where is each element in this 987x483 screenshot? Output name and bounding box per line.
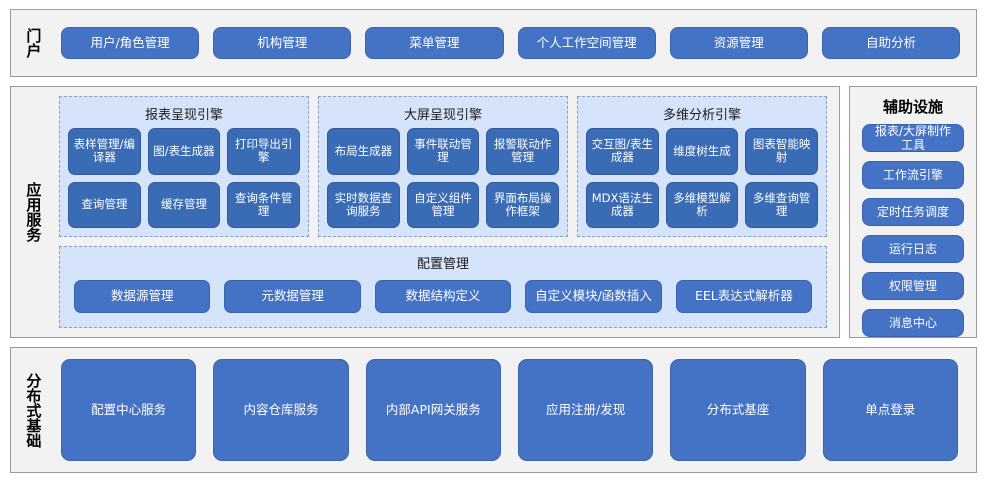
configuration-management-item-list: 数据源管理 元数据管理 数据结构定义 自定义模块/函数插入 EEL表达式解析器 — [70, 276, 816, 319]
config-item-eel-expression-parser[interactable]: EEL表达式解析器 — [675, 280, 813, 313]
engine-large-screen-rendering-title: 大屏呈现引擎 — [403, 108, 482, 123]
cell-multidimensional-model-parsing[interactable]: 多维模型解析 — [665, 181, 739, 228]
cell-ui-layout-operation-framework[interactable]: 界面布局操作框架 — [486, 181, 559, 228]
configuration-management-title: 配置管理 — [416, 257, 469, 272]
engine-large-screen-rendering: 大屏呈现引擎 布局生成器 事件联动管理 报警联动作管理 实时数据查询服务 自定义… — [318, 96, 568, 237]
application-services-content: 报表呈现引擎 表样管理/编译器 图/表生成器 打印导出引擎 查询管理 缓存管理 … — [55, 87, 839, 337]
cell-mdx-syntax-generator[interactable]: MDX语法生成器 — [586, 181, 659, 228]
config-item-datasource-management[interactable]: 数据源管理 — [74, 280, 211, 313]
application-services-section: 应用服务 报表呈现引擎 表样管理/编译器 图/表生成器 打印导出引擎 查询管理 … — [10, 86, 840, 338]
portal-item-user-role-management[interactable]: 用户/角色管理 — [61, 27, 200, 59]
engine-report-rendering-title: 报表呈现引擎 — [144, 108, 223, 123]
portal-item-menu-management[interactable]: 菜单管理 — [365, 27, 504, 59]
aux-item-scheduled-task-scheduling[interactable]: 定时任务调度 — [862, 198, 964, 226]
distributed-foundation-item-list: 配置中心服务 内容仓库服务 内部API网关服务 应用注册/发现 分布式基座 单点… — [55, 348, 976, 472]
engine-large-screen-rendering-grid: 布局生成器 事件联动管理 报警联动作管理 实时数据查询服务 自定义组件管理 界面… — [327, 128, 559, 228]
portal-item-personal-workspace-management[interactable]: 个人工作空间管理 — [517, 27, 656, 59]
base-item-internal-api-gateway-service[interactable]: 内部API网关服务 — [365, 359, 501, 461]
cell-chart-smart-mapping[interactable]: 图表智能映射 — [745, 128, 818, 175]
aux-item-message-center[interactable]: 消息中心 — [862, 309, 964, 337]
configuration-management-group: 配置管理 数据源管理 元数据管理 数据结构定义 自定义模块/函数插入 EEL表达… — [59, 246, 827, 328]
cell-query-management[interactable]: 查询管理 — [68, 181, 141, 228]
cell-event-linkage-management[interactable]: 事件联动管理 — [406, 128, 480, 175]
engines-row: 报表呈现引擎 表样管理/编译器 图/表生成器 打印导出引擎 查询管理 缓存管理 … — [59, 96, 827, 237]
distributed-foundation-section-label: 分布式基础 — [24, 372, 43, 448]
cell-query-condition-management[interactable]: 查询条件管理 — [227, 181, 300, 228]
portal-section: 门户 用户/角色管理 机构管理 菜单管理 个人工作空间管理 资源管理 自助分析 — [10, 9, 977, 77]
auxiliary-facilities-title: 辅助设施 — [882, 98, 943, 116]
engine-report-rendering: 报表呈现引擎 表样管理/编译器 图/表生成器 打印导出引擎 查询管理 缓存管理 … — [59, 96, 309, 237]
aux-item-report-screen-authoring-tool[interactable]: 报表/大屏制作工具 — [862, 124, 964, 152]
cell-interactive-chart-table-generator[interactable]: 交互图/表生成器 — [586, 128, 659, 175]
middle-region: 应用服务 报表呈现引擎 表样管理/编译器 图/表生成器 打印导出引擎 查询管理 … — [10, 86, 977, 338]
cell-cache-management[interactable]: 缓存管理 — [147, 181, 221, 228]
portal-item-list: 用户/角色管理 机构管理 菜单管理 个人工作空间管理 资源管理 自助分析 — [55, 10, 976, 76]
application-services-section-label: 应用服务 — [24, 182, 43, 242]
engine-multidimensional-analysis-grid: 交互图/表生成器 维度树生成 图表智能映射 MDX语法生成器 多维模型解析 多维… — [586, 128, 818, 228]
cell-dimension-tree-generation[interactable]: 维度树生成 — [665, 128, 739, 175]
config-item-metadata-management[interactable]: 元数据管理 — [224, 280, 361, 313]
cell-realtime-data-query-service[interactable]: 实时数据查询服务 — [327, 181, 400, 228]
portal-item-self-service-analysis[interactable]: 自助分析 — [821, 27, 961, 59]
config-item-custom-module-function-insert[interactable]: 自定义模块/函数插入 — [525, 280, 662, 313]
aux-item-runtime-log[interactable]: 运行日志 — [862, 235, 964, 263]
cell-template-management-compiler[interactable]: 表样管理/编译器 — [68, 128, 141, 175]
base-item-distributed-base[interactable]: 分布式基座 — [670, 359, 806, 461]
auxiliary-facilities-section: 辅助设施 报表/大屏制作工具 工作流引擎 定时任务调度 运行日志 权限管理 消息… — [849, 86, 977, 338]
engine-multidimensional-analysis-title: 多维分析引擎 — [662, 108, 741, 123]
portal-item-resource-management[interactable]: 资源管理 — [669, 27, 808, 59]
engine-report-rendering-grid: 表样管理/编译器 图/表生成器 打印导出引擎 查询管理 缓存管理 查询条件管理 — [68, 128, 300, 228]
base-item-single-sign-on[interactable]: 单点登录 — [822, 359, 958, 461]
distributed-foundation-section: 分布式基础 配置中心服务 内容仓库服务 内部API网关服务 应用注册/发现 分布… — [10, 347, 977, 473]
cell-layout-generator[interactable]: 布局生成器 — [327, 128, 400, 175]
portal-section-label: 门户 — [24, 28, 43, 58]
cell-alarm-linkage-action-management[interactable]: 报警联动作管理 — [486, 128, 559, 175]
portal-item-org-management[interactable]: 机构管理 — [213, 27, 352, 59]
cell-chart-table-generator[interactable]: 图/表生成器 — [147, 128, 221, 175]
base-item-app-registration-discovery[interactable]: 应用注册/发现 — [517, 359, 654, 461]
aux-item-workflow-engine[interactable]: 工作流引擎 — [862, 161, 964, 189]
cell-custom-component-management[interactable]: 自定义组件管理 — [406, 181, 480, 228]
engine-multidimensional-analysis: 多维分析引擎 交互图/表生成器 维度树生成 图表智能映射 MDX语法生成器 多维… — [577, 96, 827, 237]
cell-multidimensional-query-management[interactable]: 多维查询管理 — [745, 181, 818, 228]
auxiliary-facilities-item-list: 报表/大屏制作工具 工作流引擎 定时任务调度 运行日志 权限管理 消息中心 — [862, 124, 964, 337]
base-item-content-repository-service[interactable]: 内容仓库服务 — [213, 359, 349, 461]
cell-print-export-engine[interactable]: 打印导出引擎 — [227, 128, 300, 175]
config-item-data-structure-definition[interactable]: 数据结构定义 — [374, 280, 512, 313]
aux-item-permission-management[interactable]: 权限管理 — [862, 272, 964, 300]
base-item-config-center-service[interactable]: 配置中心服务 — [61, 359, 197, 461]
